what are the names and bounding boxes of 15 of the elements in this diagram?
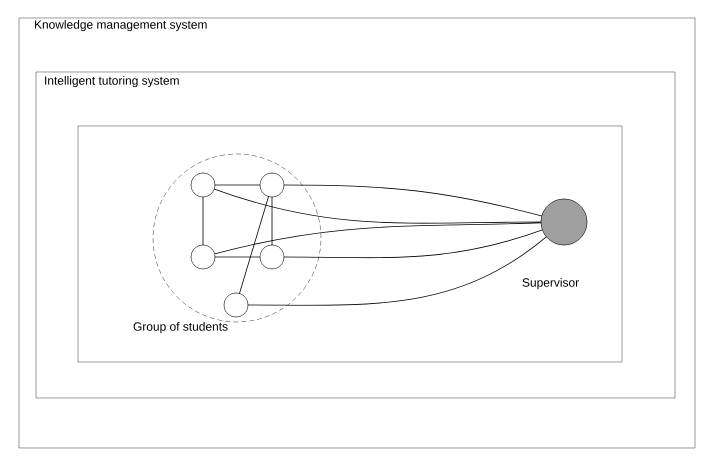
node-label: Group of students: [134, 322, 228, 334]
connector-line: [284, 229, 543, 258]
connector-line: [214, 256, 260, 258]
connector-line: [248, 236, 547, 306]
connector-line: [284, 184, 542, 216]
connector-line: [214, 184, 260, 186]
node-label: Knowledge management system: [35, 20, 207, 32]
connector-line: [214, 222, 542, 254]
connector-line: [239, 196, 269, 294]
connector-line: [202, 196, 204, 246]
node-label: Intelligent tutoring system: [45, 76, 179, 88]
connector-line: [214, 188, 542, 224]
node-label: Supervisor: [522, 278, 579, 290]
group-circle: [152, 154, 322, 322]
inner-box: [78, 126, 622, 362]
